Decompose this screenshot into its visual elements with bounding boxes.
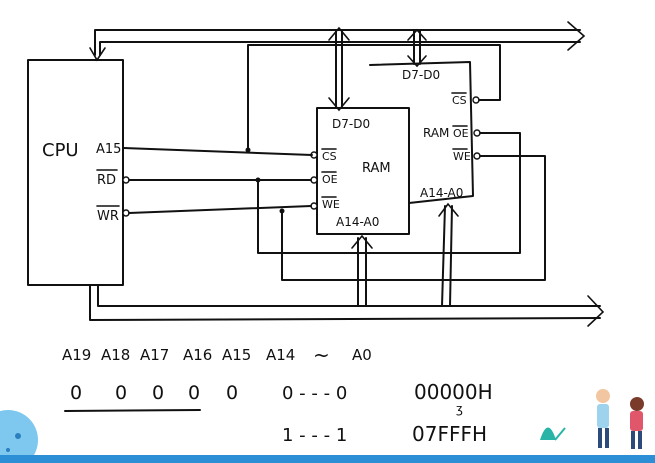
ram2-data-pins: D7-D0	[402, 68, 440, 82]
ram-data-links	[328, 26, 427, 112]
cpu-title: CPU	[42, 140, 79, 161]
row1-bit-a19: 0	[70, 382, 82, 404]
row1-low-bits: 0 - - - 0	[282, 383, 347, 404]
row1-bit-a15: 0	[226, 382, 238, 404]
ram2-block: D7-D0 CS RAM OE WE A14-A0	[369, 61, 481, 204]
cpu-pin-a15: A15	[96, 142, 121, 157]
ram1-pin-we: WE	[322, 198, 340, 211]
header-a0: A0	[352, 346, 372, 364]
control-wires	[122, 44, 546, 281]
ram1-addr: A14-A0	[336, 215, 379, 229]
header-a18: A18	[101, 346, 130, 364]
ram2-addr: A14-A0	[420, 186, 463, 200]
row1-hex: 00000H	[414, 380, 493, 404]
row1-bit-a18: 0	[115, 382, 127, 404]
ram1-label: RAM	[362, 161, 391, 176]
header-a15: A15	[222, 346, 251, 364]
row2-low-bits: 1 - - - 1	[282, 425, 347, 446]
ram1-block: D7-D0 RAM CS OE WE A14-A0	[310, 107, 410, 235]
footer-bar	[0, 455, 655, 463]
decoration	[0, 389, 655, 463]
ram2-pin-oe: OE	[453, 127, 469, 140]
address-table: A19 A18 A17 A16 A15 A14 ~ A0 0 0 0 0 0 0…	[62, 343, 493, 446]
cpu-block: CPU A15 RD WR	[27, 59, 124, 286]
cpu-pin-rd: RD	[97, 173, 116, 188]
ram-address-links	[351, 202, 459, 307]
header-a17: A17	[140, 346, 169, 364]
leaf-decoration	[540, 427, 566, 441]
header-tilde: ~	[313, 343, 330, 367]
ram2-pin-we: WE	[453, 150, 471, 163]
address-bus-bottom	[89, 284, 605, 327]
people-illustration	[596, 389, 644, 449]
underline	[64, 409, 201, 412]
ram2-pin-cs: CS	[452, 94, 467, 107]
header-a14: A14	[266, 346, 295, 364]
ram1-data-pins: D7-D0	[332, 117, 370, 131]
ram1-pin-cs: CS	[322, 150, 337, 163]
ram1-pin-oe: OE	[322, 173, 338, 186]
range-connector: ʒ	[456, 402, 463, 416]
header-a19: A19	[62, 346, 91, 364]
row1-bit-a16: 0	[188, 382, 200, 404]
cpu-pin-wr: WR	[97, 209, 119, 224]
header-a16: A16	[183, 346, 212, 364]
row2-hex: 07FFFH	[412, 422, 487, 446]
row1-bit-a17: 0	[152, 382, 164, 404]
ram2-label: RAM	[423, 126, 449, 140]
